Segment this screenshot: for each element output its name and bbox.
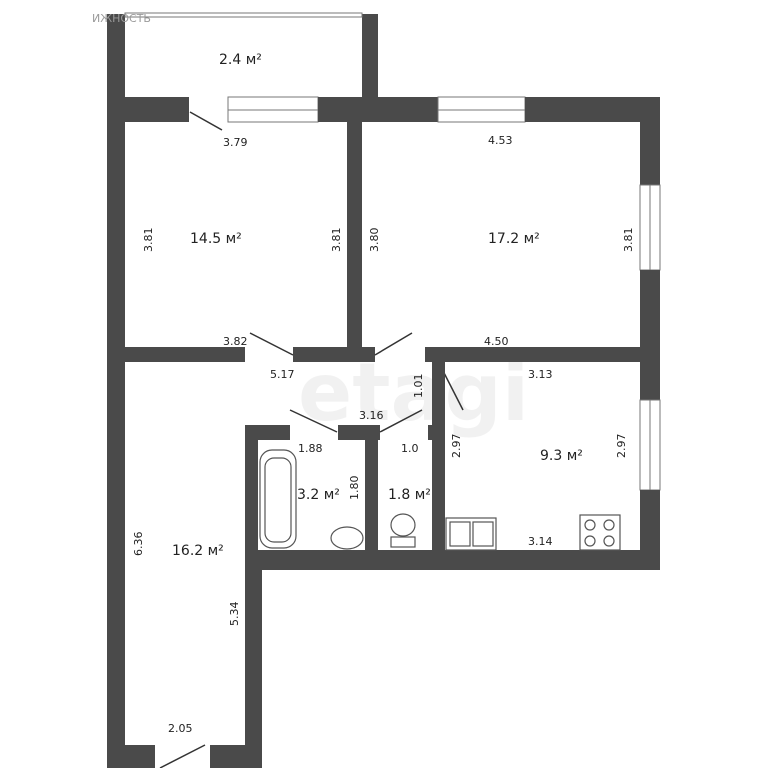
dimension-label: 3.79 bbox=[223, 136, 248, 149]
bathroom-area: 3.2 м² bbox=[297, 487, 340, 503]
balcony-door bbox=[189, 111, 223, 131]
toilet-door bbox=[379, 409, 423, 433]
dimension-label: 2.97 bbox=[450, 434, 463, 459]
entrance-door bbox=[159, 744, 206, 768]
dimension-label: 4.53 bbox=[488, 134, 513, 147]
sink-icon bbox=[330, 526, 364, 550]
wall bbox=[107, 97, 125, 768]
dimension-label: 3.81 bbox=[142, 228, 155, 253]
bathroom-door bbox=[289, 409, 338, 433]
burner bbox=[603, 535, 615, 547]
room-right-area: 17.2 м² bbox=[488, 231, 540, 247]
balcony-area: 2.4 м² bbox=[219, 52, 262, 68]
wall bbox=[318, 97, 438, 122]
dimension-label: 3.81 bbox=[330, 228, 343, 253]
burner bbox=[603, 519, 615, 531]
dimension-label: 3.80 bbox=[368, 228, 381, 253]
dimension-label: 3.13 bbox=[528, 368, 553, 381]
dimension-label: 1.01 bbox=[412, 374, 425, 399]
dimension-label: 1.0 bbox=[401, 442, 419, 455]
wall bbox=[210, 745, 262, 768]
dimension-label: 3.81 bbox=[622, 228, 635, 253]
toilet-icon bbox=[390, 513, 416, 537]
wall bbox=[640, 270, 660, 400]
sink-bowl bbox=[449, 521, 471, 547]
dimension-label: 3.16 bbox=[359, 409, 384, 422]
wall bbox=[107, 14, 125, 104]
dimension-label: 3.14 bbox=[528, 535, 553, 548]
dimension-label: 6.36 bbox=[132, 532, 145, 557]
wall bbox=[245, 550, 262, 768]
dimension-label: 5.34 bbox=[228, 602, 241, 627]
door bbox=[249, 332, 294, 356]
wall bbox=[107, 745, 155, 768]
burner bbox=[584, 519, 596, 531]
dimension-label: 5.17 bbox=[270, 368, 295, 381]
wall bbox=[425, 347, 640, 362]
dimension-label: 4.50 bbox=[484, 335, 509, 348]
wall bbox=[640, 97, 660, 185]
balcony-window bbox=[124, 12, 363, 18]
kitchen-area: 9.3 м² bbox=[540, 448, 583, 464]
wall bbox=[245, 425, 258, 570]
dimension-label: 1.80 bbox=[348, 476, 361, 501]
door bbox=[374, 332, 413, 356]
toilet-area: 1.8 м² bbox=[388, 487, 431, 503]
wall bbox=[365, 425, 378, 555]
wall bbox=[245, 550, 660, 570]
burner bbox=[584, 535, 596, 547]
room-left-area: 14.5 м² bbox=[190, 231, 242, 247]
watermark-corner: ИЖНОСТЬ bbox=[92, 12, 151, 25]
wall bbox=[125, 347, 245, 362]
corridor-area: 16.2 м² bbox=[172, 543, 224, 559]
wall bbox=[362, 14, 378, 104]
toilet-tank bbox=[390, 536, 416, 548]
wall bbox=[293, 347, 375, 362]
bathtub-inner bbox=[264, 457, 292, 543]
dimension-label: 3.82 bbox=[223, 335, 248, 348]
wall bbox=[432, 362, 445, 555]
dimension-label: 2.97 bbox=[615, 434, 628, 459]
wall bbox=[525, 97, 660, 122]
sink-bowl bbox=[472, 521, 494, 547]
wall bbox=[347, 122, 362, 362]
dimension-label: 2.05 bbox=[168, 722, 193, 735]
dimension-label: 1.88 bbox=[298, 442, 323, 455]
